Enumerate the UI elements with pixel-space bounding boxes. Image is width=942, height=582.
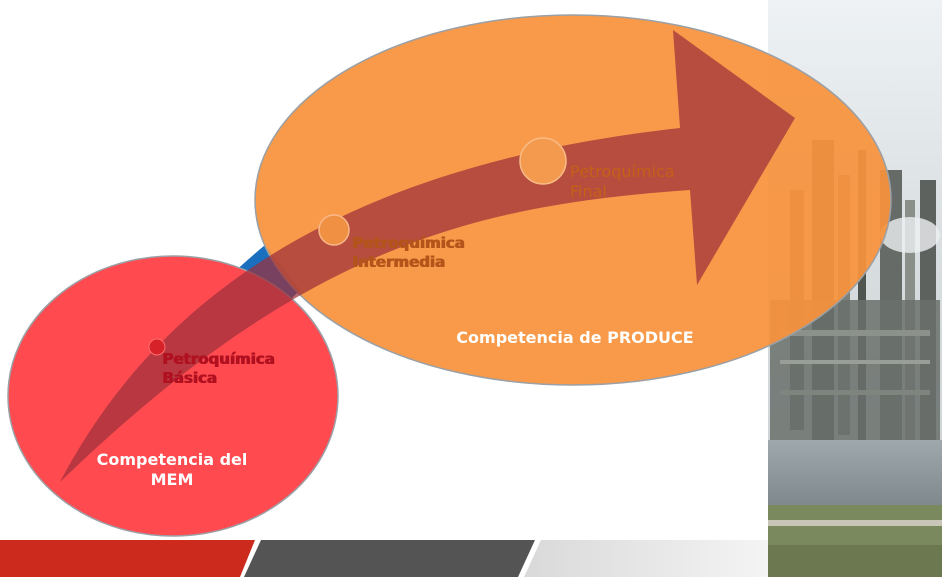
footer-stripe	[0, 540, 768, 577]
stage-label-basica: Petroquímica Básica	[162, 350, 312, 388]
stage-label-basica-line1: Petroquímica Básica	[162, 350, 275, 387]
mem-circle	[7, 255, 339, 537]
stage-label-final-text: Petroquímica Final	[570, 162, 675, 201]
stage-label-intermedia-text: Petroquímica Intermedia	[352, 234, 465, 271]
caption-produce-text: Competencia de PRODUCE	[456, 328, 694, 347]
basica-marker	[148, 338, 166, 356]
progression-arrow	[60, 30, 795, 482]
stage-label-intermedia: Petroquímica Intermedia	[352, 234, 522, 272]
intermedia-marker	[318, 214, 350, 246]
stage-label-final: Petroquímica Final	[570, 162, 730, 202]
caption-mem: Competencia del MEM	[72, 450, 272, 490]
caption-mem-text: Competencia del MEM	[96, 450, 248, 489]
final-marker	[519, 137, 567, 185]
caption-produce: Competencia de PRODUCE	[405, 328, 745, 348]
